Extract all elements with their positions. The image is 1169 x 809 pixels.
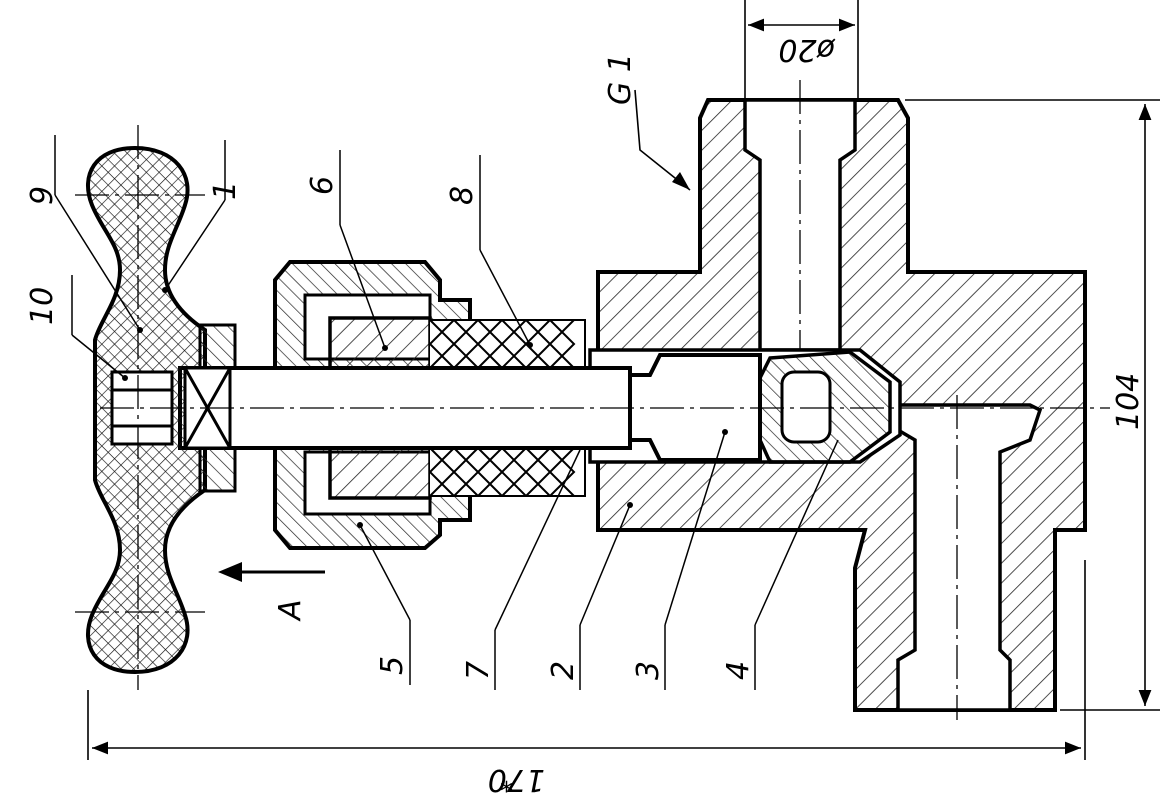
part-label-1: 1: [208, 181, 243, 200]
part-label-4: 4: [721, 661, 756, 680]
dimension-height-label: 104: [1111, 373, 1146, 430]
part-label-6: 6: [305, 176, 340, 195]
dimension-bore-label: ø20: [778, 32, 836, 67]
view-label: A: [273, 599, 308, 622]
dimension-length-label: 170: [488, 762, 545, 797]
part-number-labels: 9 1 10 6 8 5 7 2 3 4: [25, 176, 756, 680]
disc-insert: [780, 370, 832, 444]
dimension-length-mark: *: [500, 777, 513, 807]
thread-label: G 1: [603, 53, 638, 105]
part-label-5: 5: [375, 656, 410, 675]
part-label-2: 2: [546, 661, 581, 680]
leader-lines: [54, 135, 839, 690]
part-label-7: 7: [461, 661, 496, 680]
dimension-lines: [87, 0, 1160, 760]
part-label-9: 9: [25, 186, 60, 205]
view-arrow: [218, 562, 325, 582]
part-label-10: 10: [25, 287, 60, 325]
part-label-3: 3: [631, 661, 666, 680]
packing-rings: [428, 319, 586, 497]
part-label-8: 8: [445, 186, 480, 205]
center-lines: [75, 80, 1110, 720]
hub-bushing: [198, 323, 237, 493]
thread-leader-arrow: [672, 172, 690, 190]
leader-dots: [122, 287, 728, 528]
